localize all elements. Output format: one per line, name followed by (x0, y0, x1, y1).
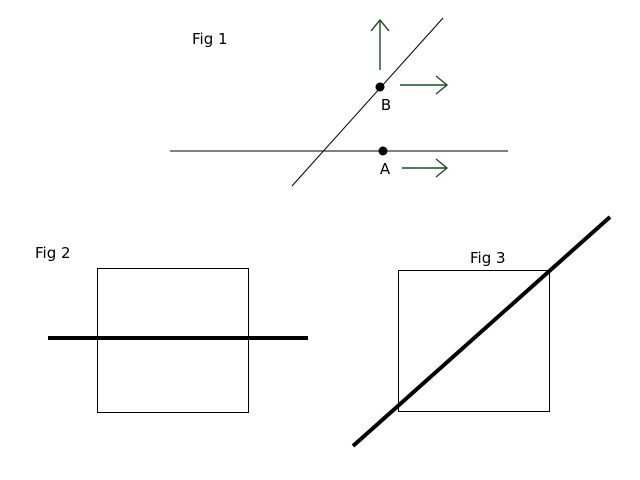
fig1-point-a-dot (378, 146, 388, 156)
fig3-rectangle (398, 270, 550, 412)
fig1-point-b-dot (375, 82, 385, 92)
figure-fig2: Fig 2 (35, 244, 308, 413)
fig1-inclined-line (291, 17, 444, 187)
figure-fig3: Fig 3 (351, 215, 612, 448)
fig1-right-arrow-a-icon (402, 158, 449, 178)
fig2-label: Fig 2 (35, 244, 71, 262)
fig1-up-arrow-icon (370, 18, 390, 70)
fig3-label: Fig 3 (470, 249, 506, 267)
fig1-point-b-label: B (381, 96, 391, 114)
fig1-label: Fig 1 (192, 30, 228, 48)
fig1-point-a-label: A (380, 160, 391, 178)
fig3-thick-diagonal-line (351, 215, 612, 448)
fig2-rectangle (97, 268, 249, 413)
fig1-right-arrow-b-icon (400, 75, 449, 95)
figure-fig1: Fig 1 B A (170, 17, 508, 187)
